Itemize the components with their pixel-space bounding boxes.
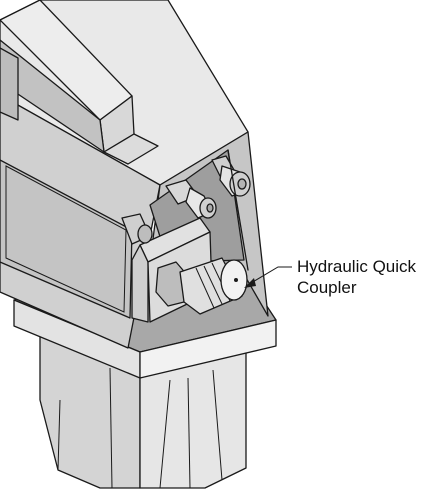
callout-label: Hydraulic Quick Coupler [297,256,416,298]
callout-line-2: Coupler [297,278,357,297]
leader-arrowhead [244,278,256,288]
side-valve [121,213,153,245]
coupler-center-hole [234,278,238,282]
side-panel [0,159,133,319]
side-panel-inner [5,165,127,313]
block-left [131,244,149,323]
leader-line [245,266,292,287]
equipment-bay [121,149,251,323]
callout-leader [244,266,292,288]
callout-line-1: Hydraulic Quick [297,257,417,276]
hydraulic-quick-coupler [155,257,248,315]
housing-edge [0,47,19,121]
base-reservoir [39,329,247,489]
tray-lip-right [139,319,277,379]
handle-foot [103,133,159,165]
middle-fitting [165,179,217,219]
